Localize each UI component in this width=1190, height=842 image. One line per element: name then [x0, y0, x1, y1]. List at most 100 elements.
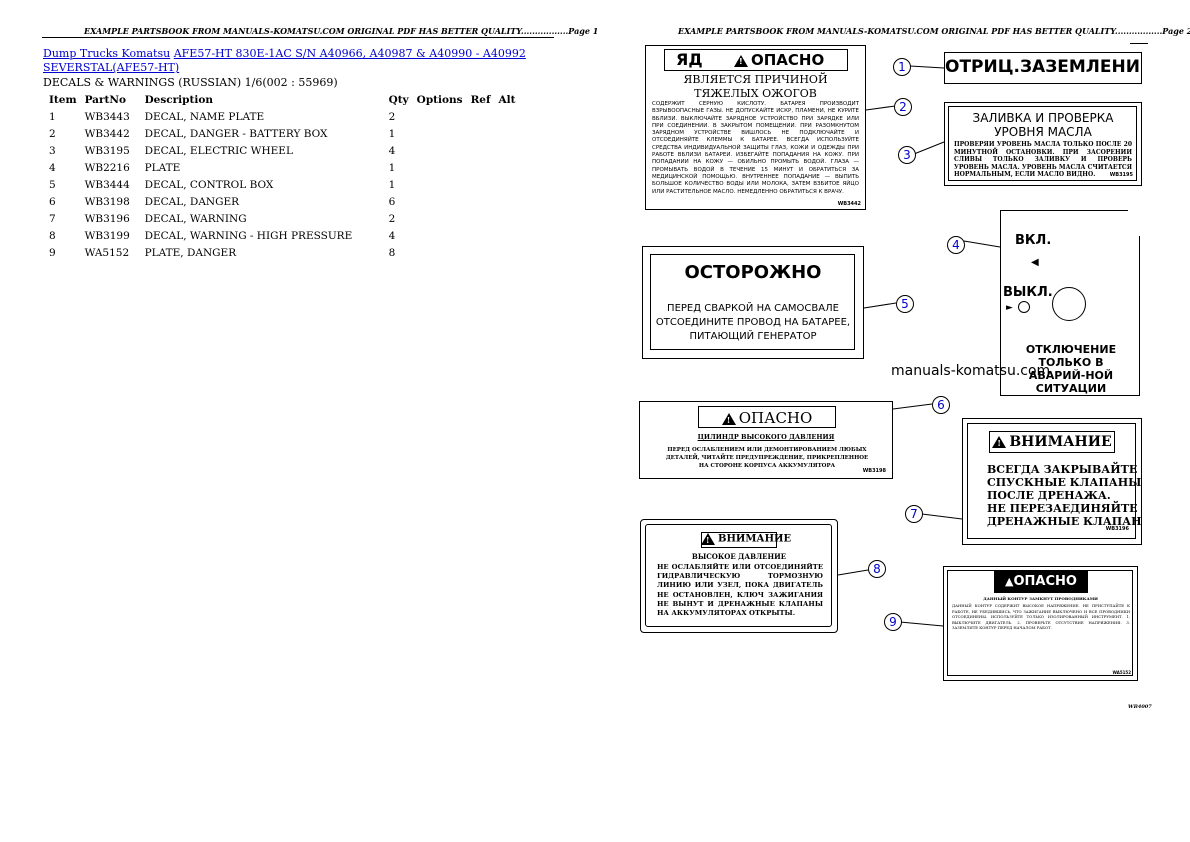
cell-partno: WB3195: [84, 144, 130, 157]
cell-qty: 1: [388, 127, 396, 140]
decal-8-title: ВНИМАНИЕ: [701, 533, 791, 545]
decal-2-line2: ТЯЖЕЛЫХ ОЖОГОВ: [694, 87, 817, 100]
decal-8-inner-border: [645, 524, 832, 627]
decal-8-warning-pressure: ВНИМАНИЕ ВЫСОКОЕ ДАВЛЕНИЕ НЕ ОСЛАБЛЯЙТЕ …: [640, 519, 838, 633]
decal-5-line3: ПИТАЮЩИЙ ГЕНЕРАТОР: [689, 331, 817, 342]
decal-5-line2: ОТСОЕДИНИТЕ ПРОВОД НА БАТАРЕЕ,: [655, 317, 851, 328]
warning-triangle-icon: [734, 54, 748, 67]
callout-2[interactable]: 2: [894, 98, 912, 116]
callout-4[interactable]: 4: [947, 236, 965, 254]
decal-2-code: WB3442: [837, 201, 861, 207]
page-header-1: EXAMPLE PARTSBOOK FROM MANUALS-KOMATSU.C…: [84, 26, 599, 36]
cell-partno: WB3444: [84, 178, 130, 191]
callout-3[interactable]: 3: [898, 146, 916, 164]
decal-3-title1: ЗАЛИВКА И ПРОВЕРКА: [972, 111, 1114, 125]
decal-9-danger-plate: ▲ОПАСНО ДАННЫЙ КОНТУР ЗАМКНУТ ПРОВОДНИКА…: [943, 566, 1138, 681]
decal-9-sub: ДАННЫЙ КОНТУР ЗАМКНУТ ПРОВОДНИКАМИ: [983, 596, 1098, 601]
callout-6[interactable]: 6: [932, 396, 950, 414]
col-item: Item: [49, 94, 77, 106]
decal-6-sub: ЦИЛИНДР ВЫСОКОГО ДАВЛЕНИЯ: [697, 433, 835, 441]
decal-2-battery-danger: ЯД ОПАСНО ЯВЛЯЕТСЯ ПРИЧИНОЙ ТЯЖЕЛЫХ ОЖОГ…: [645, 45, 866, 210]
decal-3-inner-border: [948, 106, 1137, 181]
decal-8-sub: ВЫСОКОЕ ДАВЛЕНИЕ: [691, 552, 787, 561]
cell-item: 5: [49, 178, 56, 191]
col-ref: Ref: [470, 94, 491, 106]
callout-8[interactable]: 8: [868, 560, 886, 578]
breadcrumb-line-2: SEVERSTAL(AFE57-HT): [43, 61, 179, 74]
cell-description: DECAL, ELECTRIC WHEEL: [144, 144, 293, 157]
decal-9-body: ДАННЫЙ КОНТУР СОДЕРЖИТ ВЫСОКОЕ НАПРЯЖЕНИ…: [952, 603, 1130, 630]
decal-7-warning-drain: ВНИМАНИЕ ВСЕГДА ЗАКРЫВАЙТЕ СПУСКНЫЕ КЛАП…: [962, 418, 1142, 545]
cell-qty: 2: [388, 212, 396, 225]
cell-description: DECAL, NAME PLATE: [144, 110, 265, 123]
decal-7-code: WB3196: [1105, 526, 1129, 532]
decal-6-title: ОПАСНО: [702, 409, 832, 427]
decal-6-body: ПЕРЕД ОСЛАБЛЕНИЕМ ИЛИ ДЕМОНТИРОВАНИЕМ ЛЮ…: [665, 447, 869, 469]
decal-5-caution-welding: ОСТОРОЖНО ПЕРЕД СВАРКОЙ НА САМОСВАЛЕ ОТС…: [642, 246, 864, 359]
decal-2-title-a: ЯД: [676, 50, 703, 69]
pointer-icon: ►: [1006, 303, 1013, 313]
decal-8-body: НЕ ОСЛАБЛЯЙТЕ ИЛИ ОТСОЕДИНЯЙТЕ ГИДРАВЛИЧ…: [657, 563, 823, 618]
cell-partno: WB3198: [84, 195, 130, 208]
cell-partno: WA5152: [84, 246, 130, 259]
breadcrumb: Dump Trucks Komatsu AFE57-HT 830E-1AC S/…: [43, 47, 526, 60]
breadcrumb-link-model[interactable]: AFE57-HT 830E-1AC S/N A40966, A40987 & A…: [173, 47, 526, 60]
parts-table: Item PartNo Description Qty Options Ref …: [45, 92, 520, 261]
small-circle-icon: [1018, 301, 1030, 313]
decal-7-line5: ДРЕНАЖНЫЕ КЛАПАНЫ.: [987, 515, 1142, 528]
cell-qty: 8: [388, 246, 396, 259]
decal-6-title-box: [698, 406, 836, 428]
decal-3-oil-level: ЗАЛИВКА И ПРОВЕРКА УРОВНЯ МАСЛА ПРОВЕРЯЙ…: [944, 102, 1142, 186]
callout-7[interactable]: 7: [905, 505, 923, 523]
table-row: 1 WB3443 DECAL, NAME PLATE 2: [45, 108, 520, 125]
page-subtitle: DECALS & WARNINGS (RUSSIAN) 1/6(002 : 55…: [43, 76, 338, 89]
cell-item: 4: [49, 161, 56, 174]
decal-2-title-box: [664, 49, 848, 71]
decal-9-code: WA5152: [1112, 670, 1131, 675]
decal-4-notch: [1128, 210, 1142, 236]
cell-qty: 1: [388, 178, 396, 191]
callout-5[interactable]: 5: [896, 295, 914, 313]
cell-partno: WB2216: [84, 161, 130, 174]
decal-7-title-box: [989, 431, 1115, 453]
cell-description: DECAL, WARNING: [144, 212, 247, 225]
col-qty: Qty: [388, 94, 409, 106]
arrow-icon: ◀: [1031, 257, 1039, 268]
decal-4-switch-plate: ВКЛ. ◀ ВЫКЛ. ► ОТКЛЮЧЕНИЕ ТОЛЬКО В АВАРИ…: [1000, 210, 1140, 396]
header-rule-2: [1130, 43, 1148, 44]
cell-item: 8: [49, 229, 56, 242]
cell-partno: WB3443: [84, 110, 130, 123]
header-rule-1: [42, 37, 554, 38]
warning-triangle-icon: [992, 436, 1007, 448]
table-row: 5 WB3444 DECAL, CONTROL BOX 1: [45, 176, 520, 193]
breadcrumb-link-severstal[interactable]: SEVERSTAL(AFE57-HT): [43, 61, 180, 74]
decal-7-line3: ПОСЛЕ ДРЕНАЖА.: [987, 489, 1111, 502]
cell-description: DECAL, DANGER: [144, 195, 240, 208]
cell-qty: 4: [388, 229, 396, 242]
warning-triangle-icon: [721, 413, 736, 425]
figure-code: WB4007: [1128, 704, 1152, 710]
warning-triangle-icon: [701, 533, 715, 545]
cell-item: 1: [49, 110, 56, 123]
cell-description: DECAL, WARNING - HIGH PRESSURE: [144, 229, 353, 242]
cell-description: DECAL, CONTROL BOX: [144, 178, 274, 191]
callout-9[interactable]: 9: [884, 613, 902, 631]
cell-description: PLATE: [144, 161, 181, 174]
switch-knob-icon[interactable]: [1052, 287, 1086, 321]
callout-1[interactable]: 1: [893, 58, 911, 76]
table-row: 8 WB3199 DECAL, WARNING - HIGH PRESSURE 4: [45, 227, 520, 244]
cell-item: 6: [49, 195, 56, 208]
cell-qty: 4: [388, 144, 396, 157]
decal-2-body: СОДЕРЖИТ СЕРНУЮ КИСЛОТУ. БАТАРЕЯ ПРОИЗВО…: [652, 101, 859, 195]
cell-partno: WB3199: [84, 229, 130, 242]
cell-qty: 2: [388, 110, 396, 123]
table-header-row: Item PartNo Description Qty Options Ref …: [45, 92, 520, 108]
cell-item: 9: [49, 246, 56, 259]
warning-triangle-icon: ▲: [1005, 575, 1014, 588]
breadcrumb-link-dump-trucks[interactable]: Dump Trucks Komatsu: [43, 47, 171, 60]
